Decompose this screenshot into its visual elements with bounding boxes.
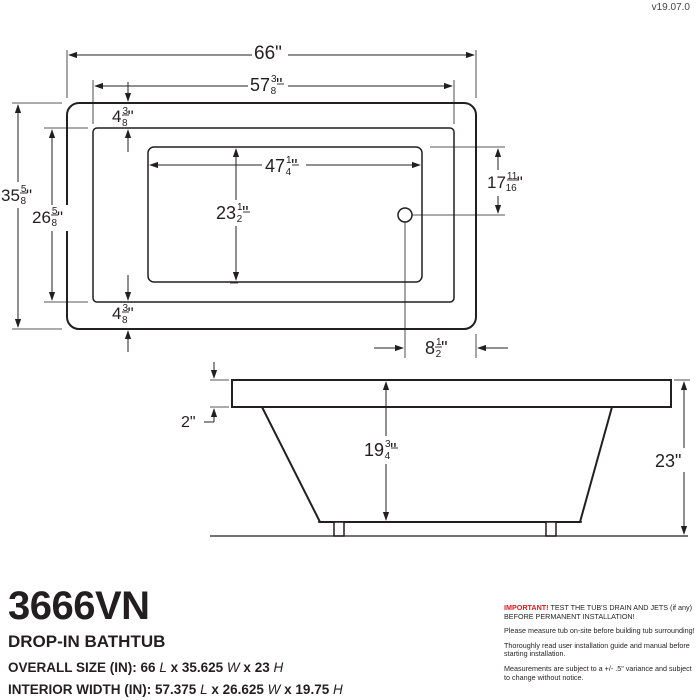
interior-width-line: INTERIOR WIDTH (IN): 57.375 L x 26.625 W… [8, 682, 343, 697]
important-note: IMPORTANT! TEST THE TUB'S DRAIN AND JETS… [504, 603, 693, 621]
product-type: DROP-IN BATHTUB [8, 632, 166, 651]
tub-foot-right [545, 521, 557, 537]
model-number: 3666VN [8, 584, 150, 628]
drain-circle [397, 207, 413, 223]
installation-notes: IMPORTANT! TEST THE TUB'S DRAIN AND JETS… [504, 603, 698, 688]
label-overall-height: 23" [655, 451, 681, 471]
label-rim-height: 2" [181, 414, 196, 431]
label-overall-length: 66" [254, 43, 282, 64]
tub-side-rim [231, 379, 672, 408]
manual-note: Thoroughly read user installation guide … [504, 640, 690, 659]
overall-size-line: OVERALL SIZE (IN): 66 L x 35.625 W x 23 … [8, 660, 284, 675]
measure-note: Please measure tub on-site before buildi… [504, 626, 695, 636]
version-label: v19.07.0 [651, 2, 690, 13]
tub-foot-left [333, 521, 345, 537]
variance-note: Measurements are subject to a +/- .5" va… [504, 663, 692, 682]
tub-side-body [261, 406, 613, 523]
basin-outline [147, 146, 423, 283]
